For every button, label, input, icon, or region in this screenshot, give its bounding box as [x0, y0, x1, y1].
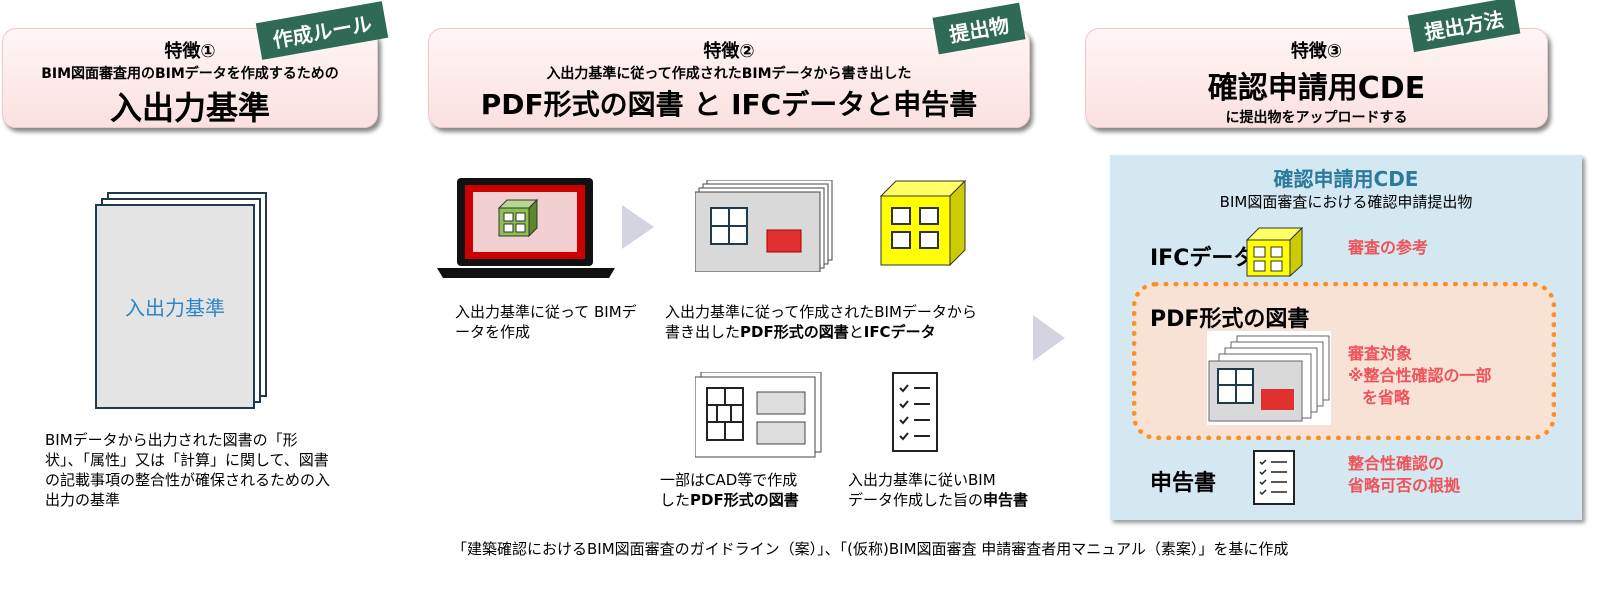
ifc-label: IFCデータ	[1150, 246, 1256, 271]
caption-export: 入出力基準に従って作成されたBIMデータから 書き出したPDF形式の図書とIFC…	[665, 302, 1025, 342]
checklist-icon	[1253, 450, 1295, 505]
declaration-label: 申告書	[1150, 471, 1217, 496]
feature1-main: 入出力基準	[109, 89, 270, 127]
cde-panel-subtitle: BIM図面審査における確認申請提出物	[1219, 193, 1473, 211]
caption-create-bim: 入出力基準に従って BIMデータを作成	[455, 303, 637, 341]
pdf-note: を省略	[1362, 388, 1411, 407]
caption-bold: PDF形式の図書	[690, 491, 799, 509]
feature2-header: 特徴② 入出力基準に従って作成されたBIMデータから書き出した PDF形式の図書…	[428, 28, 1030, 128]
pdf-label: PDF形式の図書	[1150, 307, 1310, 332]
declaration-note: 整合性確認の	[1348, 454, 1445, 473]
feature1-subtitle: BIM図面審査用のBIMデータを作成するための	[41, 66, 339, 82]
feature3-subtitle: に提出物をアップロードする	[1225, 110, 1408, 126]
caption-text: と	[848, 323, 864, 341]
checklist-icon	[892, 372, 938, 452]
caption-text: した	[660, 491, 691, 509]
arrow-right-icon	[1033, 315, 1065, 361]
cde-panel: 確認申請用CDE BIM図面審査における確認申請提出物 IFCデータ 審査の参考…	[1110, 155, 1582, 520]
caption-bold: 申告書	[983, 491, 1029, 509]
pdf-note: 審査対象	[1348, 344, 1413, 363]
feature1-title: 特徴①	[164, 41, 216, 62]
ifc-cube-icon	[880, 180, 966, 266]
document-label: 入出力基準	[125, 296, 225, 320]
feature2-subtitle: 入出力基準に従って作成されたBIMデータから書き出した	[546, 66, 912, 82]
caption-cad: 一部はCAD等で作成 したPDF形式の図書	[660, 470, 830, 510]
feature3-title: 特徴③	[1290, 41, 1343, 62]
caption-text: 入出力基準に従って作成されたBIMデータから	[665, 303, 977, 321]
caption-text: 一部はCAD等で作成	[660, 471, 798, 489]
caption-text: 入出力基準に従いBIM	[848, 471, 996, 489]
arrow-right-icon	[622, 205, 654, 249]
document-stack-icon: 入出力基準	[95, 192, 270, 412]
caption-text: 書き出した	[665, 323, 741, 341]
cde-panel-title: 確認申請用CDE	[1273, 167, 1419, 191]
feature2-title: 特徴②	[703, 41, 755, 62]
feature1-description: BIMデータから出力された図書の「形状」、「属性」又は「計算」に関して、図書の記…	[45, 431, 331, 509]
drawing-stack-icon	[695, 180, 833, 272]
cad-drawing-icon	[695, 372, 822, 458]
pdf-highlight	[1132, 282, 1556, 440]
declaration-note: 省略可否の根拠	[1348, 476, 1461, 495]
caption-declaration: 入出力基準に従いBIM データ作成した旨の申告書	[848, 470, 1048, 510]
laptop-icon	[437, 178, 615, 278]
feature2-main: PDF形式の図書 と IFCデータと申告書	[480, 88, 978, 121]
pdf-note: ※整合性確認の一部	[1348, 366, 1492, 385]
drawing-stack-icon	[1207, 331, 1331, 425]
ifc-cube-icon	[1246, 227, 1303, 277]
feature3-header: 特徴③ 確認申請用CDE に提出物をアップロードする	[1085, 28, 1548, 128]
source-footnote: 「建築確認におけるBIM図面審査のガイドライン（案）」、「(仮称)BIM図面審査…	[452, 540, 1289, 558]
ifc-note: 審査の参考	[1348, 238, 1429, 257]
caption-text: データ作成した旨の	[848, 491, 984, 509]
feature3-main: 確認申請用CDE	[1207, 71, 1426, 106]
caption-bold: IFCデータ	[863, 323, 936, 341]
caption-bold: PDF形式の図書	[740, 323, 849, 341]
